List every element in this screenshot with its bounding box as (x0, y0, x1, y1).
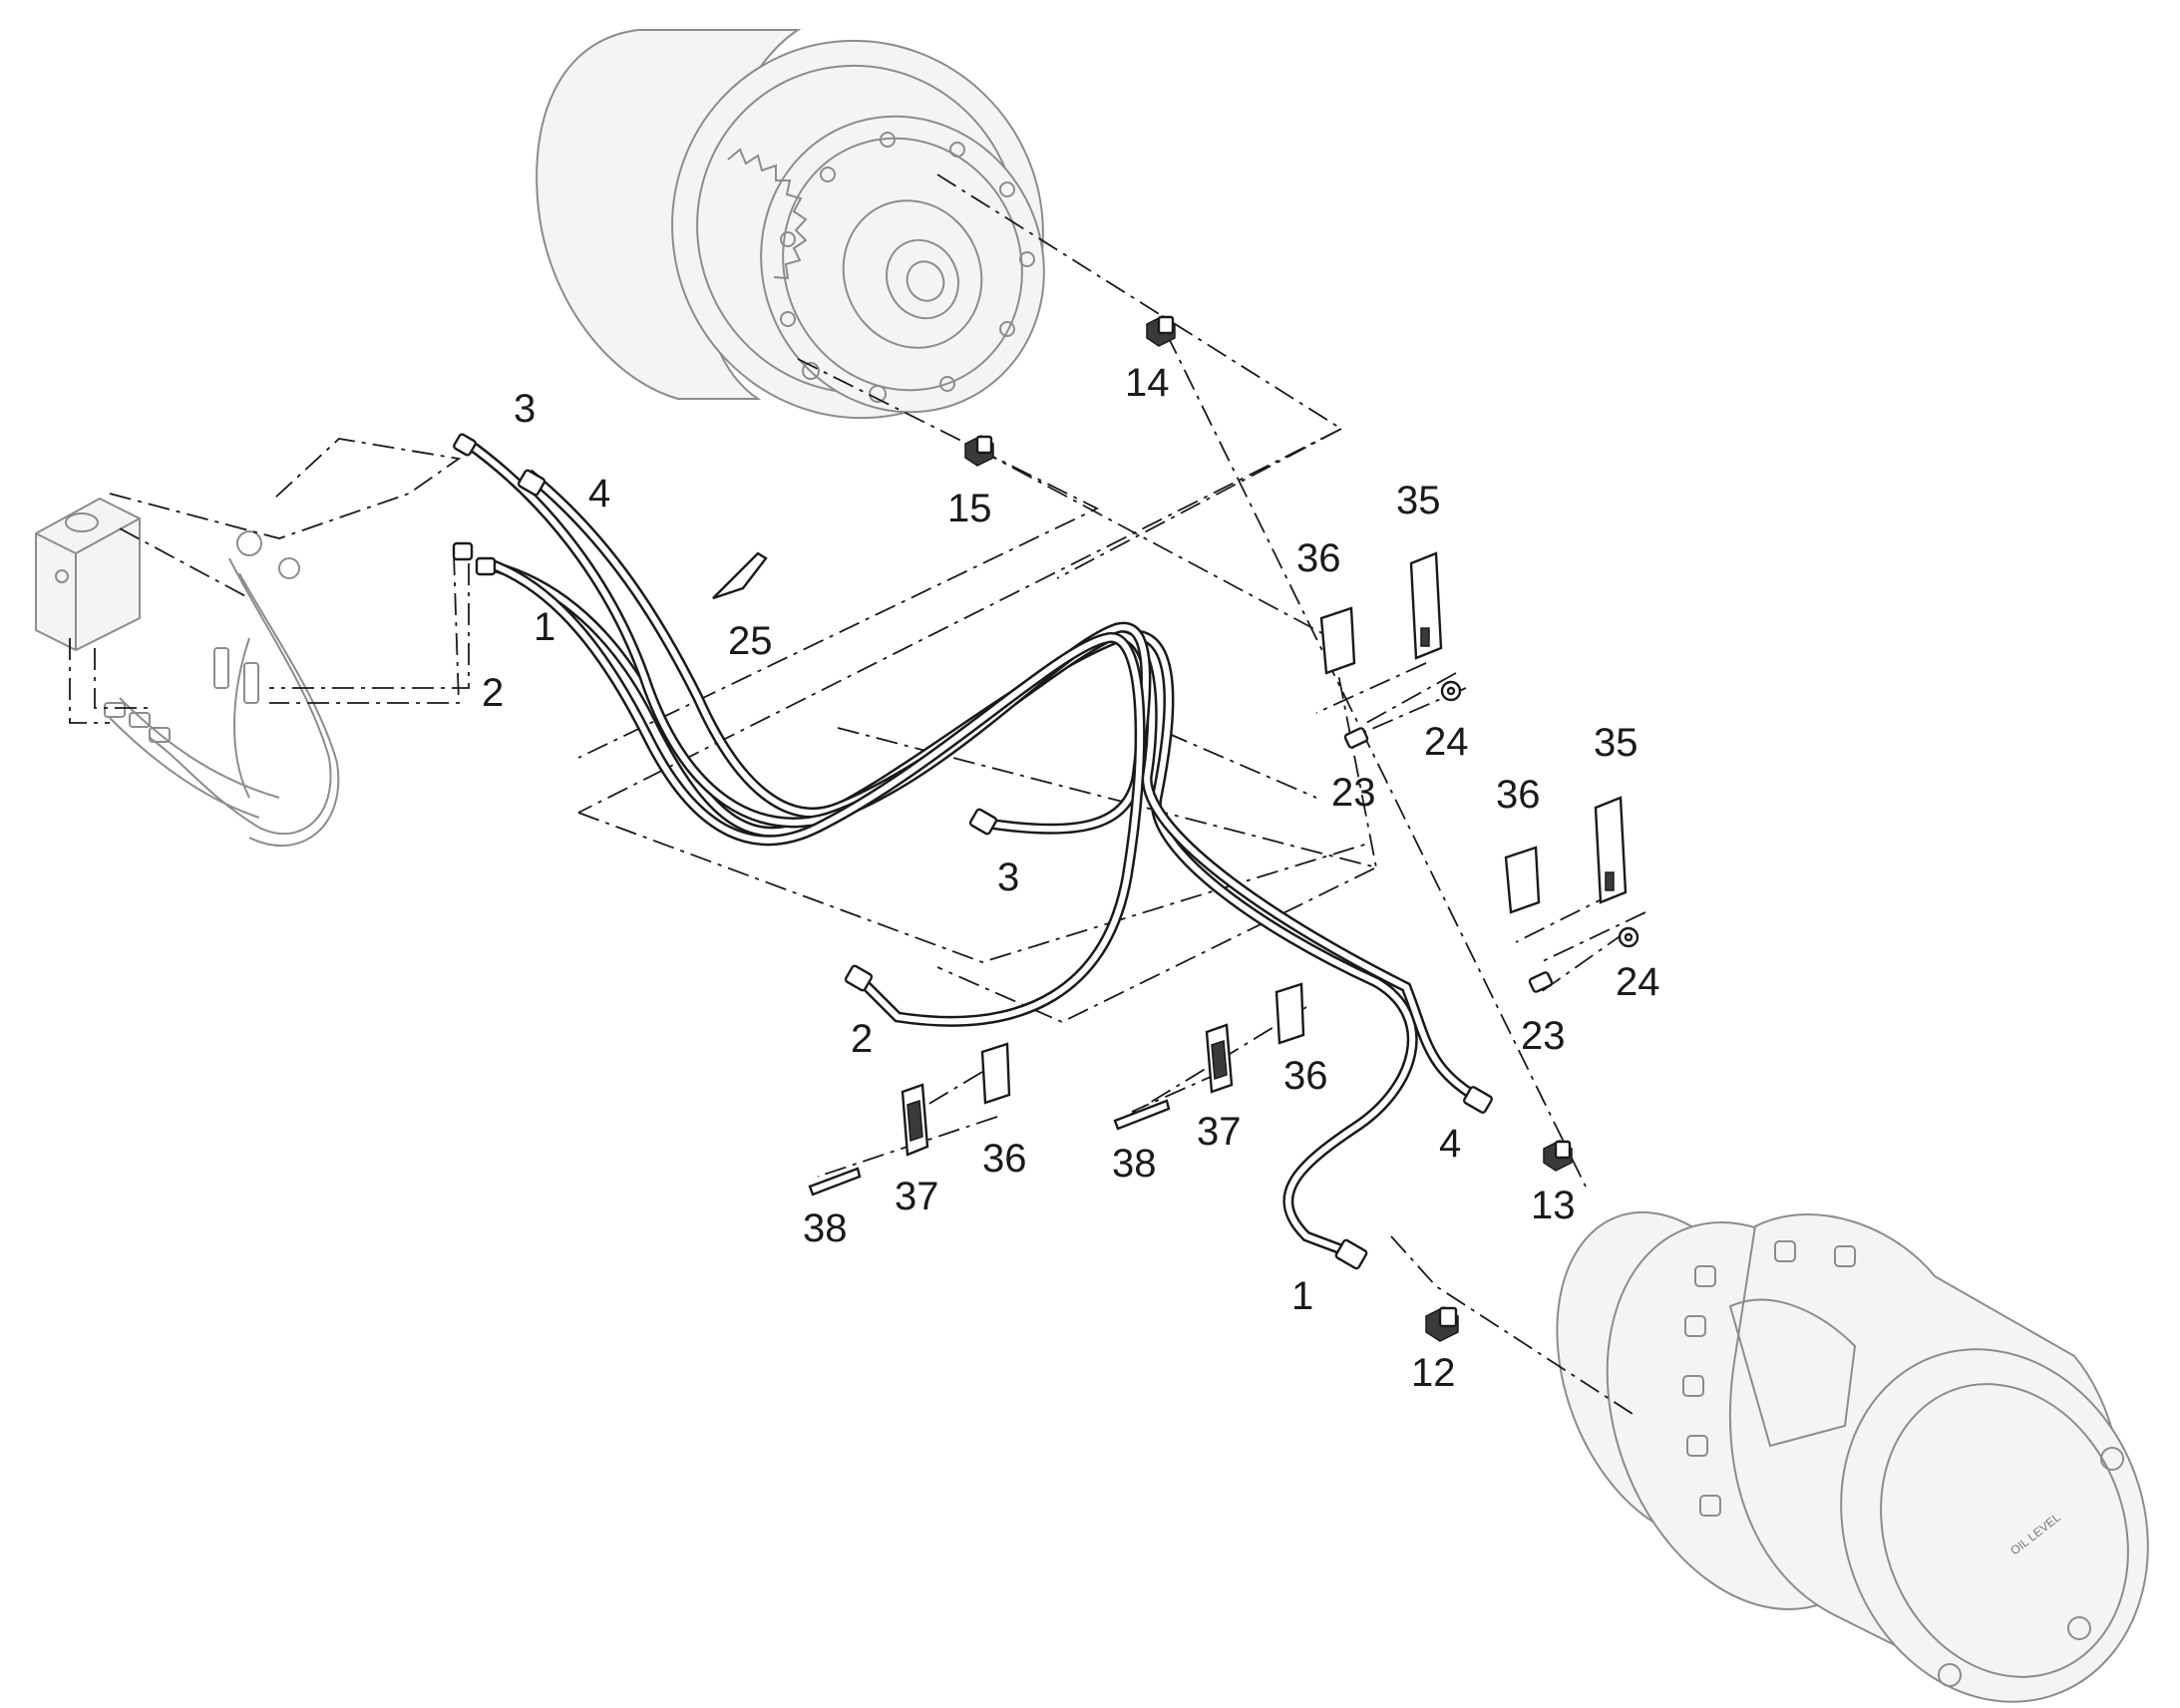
callout-2-upper: 2 (482, 671, 504, 715)
callout-4-upper: 4 (588, 472, 610, 515)
callout-24-lower: 24 (1616, 960, 1660, 1004)
callout-labels: 3 4 1 2 25 14 15 35 36 24 23 35 36 24 23… (482, 361, 1660, 1395)
callout-2-lower: 2 (851, 1017, 873, 1061)
callout-1-lower: 1 (1291, 1274, 1313, 1318)
callout-35-lower: 35 (1594, 721, 1638, 765)
callout-37-right: 37 (1197, 1110, 1242, 1154)
lower-travel-hub: OIL LEVEL (1556, 1210, 2149, 1703)
hydraulic-hoses (465, 439, 1489, 1257)
callout-38-right: 38 (1112, 1142, 1157, 1186)
hose-fittings (452, 433, 1493, 1270)
callout-36-right: 36 (1283, 1054, 1328, 1098)
callout-36-upper: 36 (1296, 536, 1341, 580)
clamp-hardware (712, 551, 1639, 1196)
callout-36-mid: 36 (1496, 773, 1541, 817)
callout-14: 14 (1125, 361, 1170, 405)
callout-13: 13 (1531, 1184, 1576, 1227)
callout-37-left: 37 (895, 1175, 939, 1218)
callout-24-upper: 24 (1424, 720, 1469, 764)
callout-25: 25 (728, 619, 773, 663)
adapter-fittings (964, 315, 1573, 1342)
callout-1-upper: 1 (534, 605, 555, 649)
callout-3-lower: 3 (997, 855, 1019, 899)
valve-block-assembly (35, 497, 340, 848)
callout-38-left: 38 (803, 1206, 848, 1250)
upper-travel-motor (536, 29, 1045, 420)
callout-36-left: 36 (982, 1137, 1027, 1181)
callout-23-upper: 23 (1331, 771, 1376, 815)
callout-4-lower: 4 (1439, 1122, 1461, 1166)
callout-35-upper: 35 (1396, 479, 1441, 522)
callout-3-upper: 3 (514, 387, 536, 431)
callout-23-lower: 23 (1521, 1014, 1566, 1058)
callout-15: 15 (947, 487, 992, 530)
callout-12: 12 (1411, 1351, 1456, 1395)
